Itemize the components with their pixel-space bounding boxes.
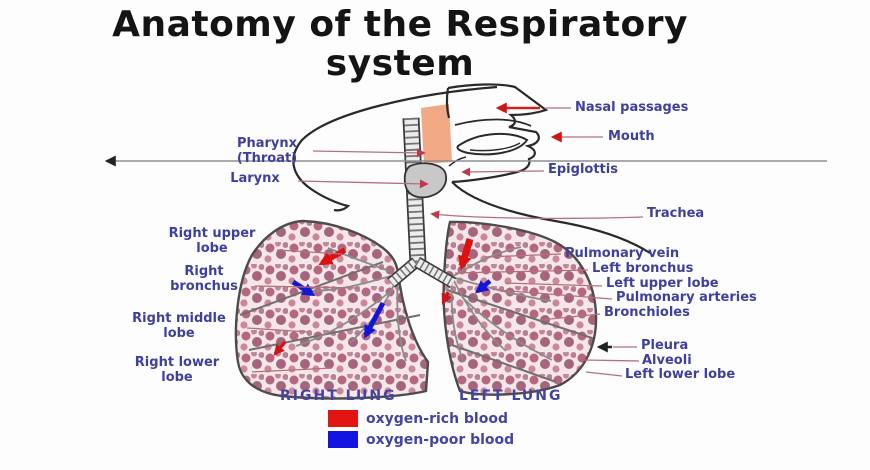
label-trachea: Trachea — [647, 206, 705, 221]
trachea-shape — [387, 117, 457, 289]
label-right-bronchus: Right bronchus — [170, 264, 238, 294]
label-mouth: Mouth — [608, 129, 655, 144]
leader-lines — [246, 107, 644, 377]
label-right-upper-lobe: Right upper lobe — [168, 226, 256, 256]
label-pharynx: Pharynx (Throat) — [236, 136, 298, 166]
oxygen-rich-swatch — [328, 410, 358, 427]
label-bronchioles: Bronchioles — [604, 305, 690, 320]
caption-right-lung: RIGHT LUNG — [280, 388, 397, 404]
larynx-shape — [403, 162, 447, 199]
label-pulmonary-arteries: Pulmonary arteries — [616, 290, 757, 305]
title-line-1: Anatomy of the Respiratory — [112, 4, 688, 45]
legend-label-oxygen-poor: oxygen-poor blood — [366, 431, 515, 448]
label-left-lower-lobe: Left lower lobe — [625, 367, 736, 382]
label-pleura: Pleura — [641, 338, 689, 353]
label-right-lower-lobe: Right lower lobe — [134, 355, 220, 385]
title-line-2: system — [325, 43, 475, 84]
label-alveoli: Alveoli — [642, 353, 692, 368]
label-larynx: Larynx — [230, 171, 280, 186]
legend-item-oxygen-poor: oxygen-poor blood — [328, 431, 514, 448]
label-left-upper-lobe: Left upper lobe — [606, 276, 719, 291]
label-nasal-passages: Nasal passages — [575, 100, 689, 115]
caption-left-lung: LEFT LUNG — [459, 388, 563, 404]
page-title: Anatomy of the Respiratory system — [0, 5, 800, 83]
label-right-middle-lobe: Right middle lobe — [132, 311, 226, 341]
legend-item-oxygen-rich: oxygen-rich blood — [328, 410, 508, 427]
left-lung-shape — [442, 220, 598, 396]
pulmonary-vessel-marks — [273, 238, 492, 356]
label-left-bronchus: Left bronchus — [592, 261, 694, 276]
pharynx-region — [421, 104, 452, 164]
label-epiglottis: Epiglottis — [548, 162, 618, 177]
legend-label-oxygen-rich: oxygen-rich blood — [366, 410, 508, 427]
oxygen-poor-swatch — [328, 431, 358, 448]
label-pulmonary-vein: Pulmonary vein — [565, 246, 680, 261]
